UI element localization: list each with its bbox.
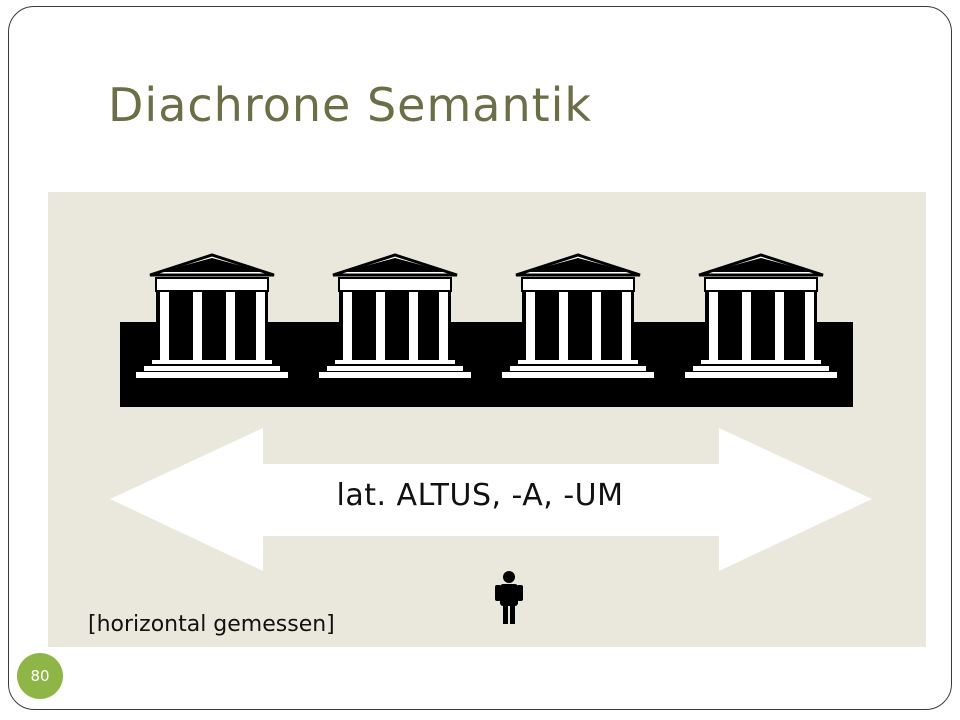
double-arrow-icon [110,428,872,571]
temple-icon [134,253,290,380]
page-number-badge: 80 [17,653,63,699]
temple-icon [317,253,473,380]
temples-illustration [110,253,872,624]
slide-title: Diachrone Semantik [108,78,593,132]
term-label: lat. ALTUS, -A, -UM [336,478,624,513]
person-icon [495,571,523,624]
temple-icon [500,253,656,380]
note-label: [horizontal gemessen] [88,612,335,637]
illustration-panel [48,192,926,647]
temple-icon [683,253,839,380]
